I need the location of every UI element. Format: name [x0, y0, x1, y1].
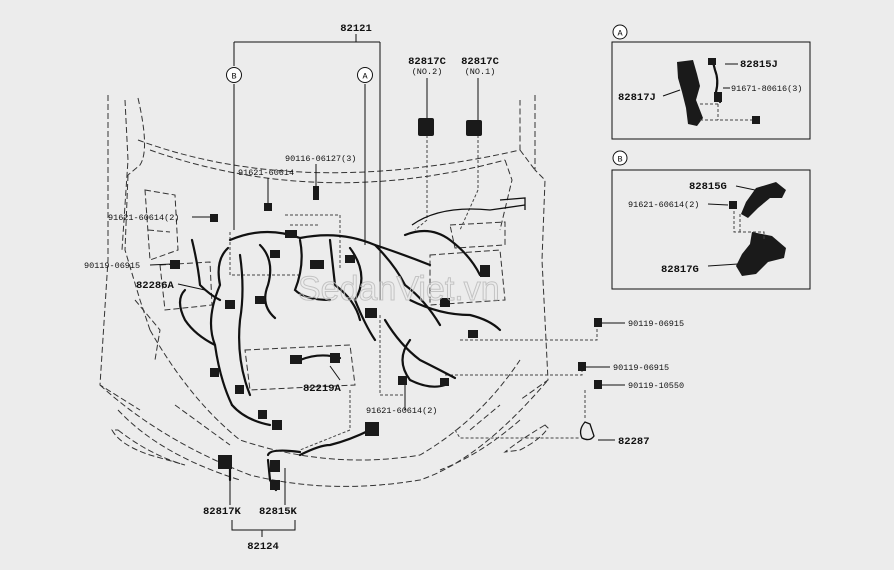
label-91621-60614-top: 91621-60614 — [238, 168, 294, 178]
inset-b-callout: B — [617, 155, 622, 165]
label-90119-06915-left: 90119-06915 — [84, 261, 140, 271]
label-82815k: 82815K — [259, 506, 298, 518]
inset-b: B 82815G 91621-60614(2) 82817G — [611, 150, 811, 290]
label-90119-10550: 90119-10550 — [628, 381, 684, 391]
svg-text:B: B — [231, 72, 236, 82]
label-82817k: 82817K — [203, 506, 242, 518]
label-82815g: 82815G — [689, 181, 727, 193]
part-labels: 82121 82817C (NO.2) 82817C (NO.1) 90116-… — [84, 23, 684, 553]
label-82286a: 82286A — [136, 280, 175, 292]
svg-text:A: A — [362, 72, 368, 82]
label-82817c-no2-sub: (NO.2) — [412, 67, 443, 77]
label-82817c-no1-sub: (NO.1) — [465, 67, 496, 77]
label-82124: 82124 — [247, 541, 279, 553]
label-90119-06915-r2: 90119-06915 — [613, 363, 669, 373]
callout-b-main: B — [226, 67, 242, 83]
inset-a: A 82815J 82817J 91671-80616(3) — [611, 24, 811, 140]
label-91621-60614-inset: 91621-60614(2) — [628, 200, 699, 210]
callout-a-main: A — [357, 67, 373, 83]
label-90119-06915-r1: 90119-06915 — [628, 319, 684, 329]
inset-a-callout: A — [617, 29, 623, 39]
main-harness — [178, 197, 526, 492]
label-91621-60614-left: 91621-60614(2) — [108, 213, 179, 223]
label-82817j: 82817J — [618, 92, 656, 104]
label-82817c-no2: 82817C — [408, 56, 447, 68]
label-91671-80616: 91671-80616(3) — [731, 84, 802, 94]
label-82219a: 82219A — [303, 383, 342, 395]
label-82815j: 82815J — [740, 59, 778, 71]
dashed-references — [229, 135, 598, 451]
vehicle-outline — [99, 95, 549, 487]
label-82817g: 82817G — [661, 264, 699, 276]
watermark: SedanViet.vn — [298, 270, 500, 308]
label-82121: 82121 — [340, 23, 372, 35]
label-90116-06127: 90116-06127(3) — [285, 154, 356, 164]
label-82287: 82287 — [618, 436, 650, 448]
connectors — [170, 118, 602, 490]
label-91621-60614-bottom: 91621-60614(2) — [366, 406, 437, 416]
label-82817c-no1: 82817C — [461, 56, 500, 68]
